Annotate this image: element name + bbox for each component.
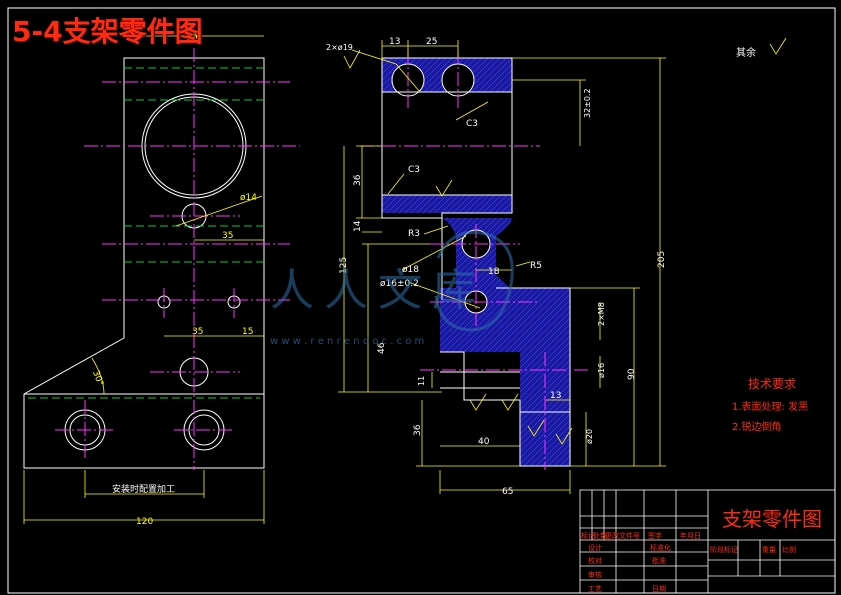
surface-finish-symbols — [343, 37, 787, 445]
dim-2x19: 2×ø19 — [326, 43, 353, 52]
dim-35-upper: 35 — [222, 231, 233, 241]
dim-25: 25 — [426, 37, 437, 47]
dim-205: 205 — [657, 251, 667, 268]
dim-36-lower: 36 — [413, 424, 423, 436]
dim-70: 70 — [186, 33, 198, 43]
watermark-url: w w w . r e n r e n d o c . c o m — [270, 336, 424, 347]
dim-40: 40 — [478, 437, 490, 447]
dim-46: 46 — [377, 342, 387, 354]
dim-diameter-14: ø14 — [240, 193, 257, 203]
part-name: 支架零件图 — [722, 507, 822, 531]
dim-32: 32±0.2 — [583, 88, 592, 118]
tb-header-date: 年月日 — [680, 531, 701, 540]
dim-14: 14 — [353, 220, 363, 232]
tb-stage: 阶段标记 — [710, 545, 738, 554]
dim-diameter-18: ø18 — [402, 265, 419, 275]
tb-weight: 重量 — [762, 546, 776, 554]
left-view-dimension-lines — [23, 35, 265, 524]
left-view — [23, 57, 265, 469]
tb-row-process: 工艺 — [588, 585, 602, 593]
rest-label: 其余 — [736, 46, 756, 59]
tb-scale: 比例 — [782, 545, 796, 554]
dim-13-top: 13 — [389, 37, 400, 47]
left-view-centerlines — [55, 48, 300, 470]
dim-c3-upper: C3 — [466, 119, 478, 129]
tech-requirements-title: 技术要求 — [748, 377, 796, 391]
tb-header-mark: 标记 — [581, 531, 595, 540]
dim-diameter-16-b: ø16 — [597, 363, 606, 378]
dim-11: 11 — [417, 376, 426, 386]
right-view-centerlines — [360, 50, 590, 470]
dim-15: 15 — [242, 327, 253, 337]
dim-c3-lower: C3 — [408, 165, 420, 175]
dim-angle-30: 30° — [90, 369, 105, 387]
title-block — [579, 489, 836, 594]
dim-2xM8: 2×M8 — [597, 302, 606, 326]
tech-requirement-2: 2.锐边倒角 — [732, 420, 782, 433]
tb-date: 日期 — [652, 585, 666, 593]
tech-requirement-1: 1.表面处理: 发黑 — [732, 400, 808, 413]
tb-std: 标准化 — [650, 543, 671, 552]
page-title: 5-4支架零件图 — [12, 15, 203, 48]
watermark-logo — [434, 230, 514, 332]
tb-approve: 批准 — [652, 556, 666, 565]
left-view-hidden-lines — [28, 67, 264, 399]
tb-header-change: 更改文件号 — [605, 531, 640, 540]
tb-row-design: 设计 — [588, 543, 602, 552]
dim-r5: R5 — [530, 261, 542, 271]
drawing-frame — [7, 7, 836, 594]
right-view-dimension-lines — [338, 40, 666, 494]
install-note: 安装时配置加工 — [112, 483, 175, 495]
dim-120: 120 — [136, 517, 153, 527]
dim-35-lower: 35 — [192, 327, 203, 337]
dim-diameter-16: ø16±0.2 — [380, 279, 419, 289]
dim-125: 125 — [339, 257, 349, 274]
dim-90: 90 — [627, 368, 637, 380]
dim-13-bottom: 13 — [550, 391, 561, 401]
title-block-labels: 标记 处数 更改文件号 签字 年月日 设计 校对 审核 工艺 标准化 批准 日期… — [581, 531, 796, 593]
dim-18: 18 — [488, 267, 500, 277]
dim-r3: R3 — [408, 229, 420, 239]
dim-diameter-20: ø20 — [585, 429, 594, 444]
watermark-text: 人人文库 — [270, 265, 486, 316]
tb-header-count: 处数 — [593, 531, 607, 540]
tb-header-sign: 签字 — [648, 531, 662, 540]
tb-row-check: 校对 — [588, 556, 602, 565]
tb-row-review: 审核 — [588, 570, 602, 579]
dim-36-upper: 36 — [353, 174, 363, 186]
dim-65: 65 — [502, 487, 513, 497]
